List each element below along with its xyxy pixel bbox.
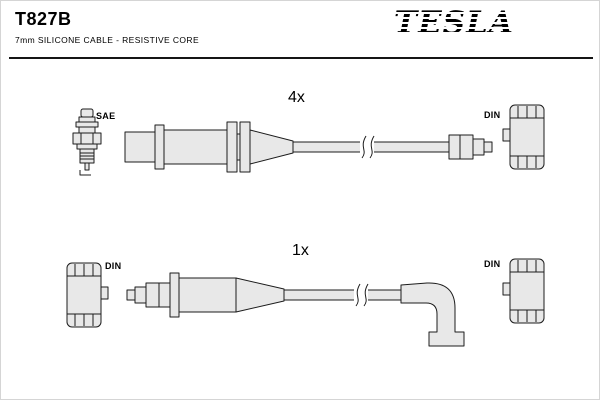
row2-left-din-label: DIN	[105, 261, 122, 271]
row2-quantity-label: 1x	[292, 242, 309, 259]
header-divider	[9, 57, 593, 59]
part-number: T827B	[15, 9, 72, 29]
cable-break-symbol	[360, 135, 375, 159]
din-connector-icon	[509, 104, 545, 170]
spark-plug-icon	[72, 108, 102, 176]
cable-assembly-angled	[126, 272, 465, 347]
subtitle: 7mm SILICONE CABLE - RESISTIVE CORE	[15, 35, 200, 45]
din-connector-icon	[509, 258, 545, 324]
row1-sae-label: SAE	[96, 111, 116, 121]
cable-assembly-straight	[124, 121, 493, 173]
row2-right-din-label: DIN	[484, 259, 501, 269]
tesla-logo: TESLA	[391, 5, 517, 41]
din-connector-icon	[66, 262, 102, 328]
row1-din-label: DIN	[484, 110, 501, 120]
row1-quantity-label: 4x	[288, 89, 305, 106]
cable-break-symbol	[354, 283, 369, 307]
